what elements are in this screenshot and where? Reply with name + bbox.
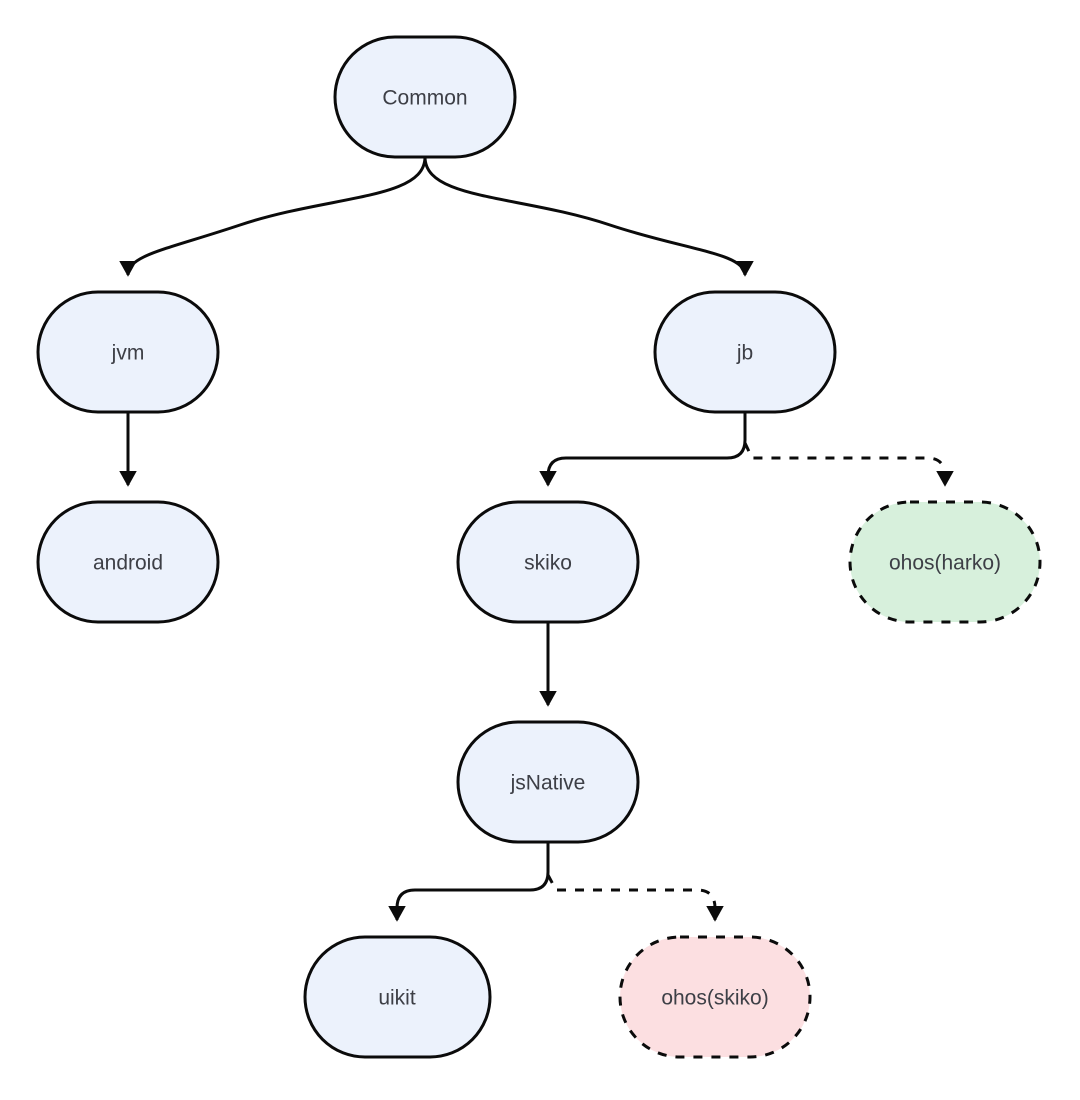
node-jb[interactable]: jb [653, 290, 837, 414]
node-jb-label: jb [736, 342, 753, 365]
edge-common-to-jb [423, 156, 754, 277]
node-uikit[interactable]: uikit [303, 935, 492, 1059]
node-ohos-harko-shape [848, 500, 1042, 624]
node-skiko[interactable]: skiko [456, 500, 640, 624]
edge-jb-to-skiko [539, 412, 747, 487]
node-common[interactable]: Common [333, 35, 517, 159]
edge-jb-to-ohos-harko [743, 442, 954, 487]
node-android-shape [36, 500, 220, 624]
node-ohos-harko-label: ohos(harko) [889, 552, 1001, 575]
node-ohos-skiko-shape [618, 935, 812, 1059]
node-jvm[interactable]: jvm [36, 290, 220, 414]
node-jsnative[interactable]: jsNative [456, 720, 640, 844]
node-uikit-shape [303, 935, 492, 1059]
node-android-label: android [93, 552, 163, 575]
node-skiko-shape [456, 500, 640, 624]
node-jsnative-label: jsNative [510, 772, 586, 795]
node-common-label: Common [382, 87, 467, 110]
edge-jsnative-to-ohos-skiko [546, 874, 724, 922]
node-ohos-skiko-label: ohos(skiko) [661, 987, 768, 1010]
node-ohos-skiko[interactable]: ohos(skiko) [618, 935, 812, 1059]
edge-common-to-jvm [119, 156, 427, 277]
node-uikit-label: uikit [378, 987, 416, 1010]
node-android[interactable]: android [36, 500, 220, 624]
node-jsnative-shape [456, 720, 640, 844]
edges-layer [119, 156, 954, 922]
node-jb-shape [653, 290, 837, 414]
nodes-layer: Common jvm jb android skiko [36, 35, 1042, 1059]
node-jvm-label: jvm [111, 342, 145, 365]
node-skiko-label: skiko [524, 552, 572, 575]
node-jvm-shape [36, 290, 220, 414]
node-ohos-harko[interactable]: ohos(harko) [848, 500, 1042, 624]
edge-jsnative-to-uikit [388, 842, 550, 922]
node-common-shape [333, 35, 517, 159]
